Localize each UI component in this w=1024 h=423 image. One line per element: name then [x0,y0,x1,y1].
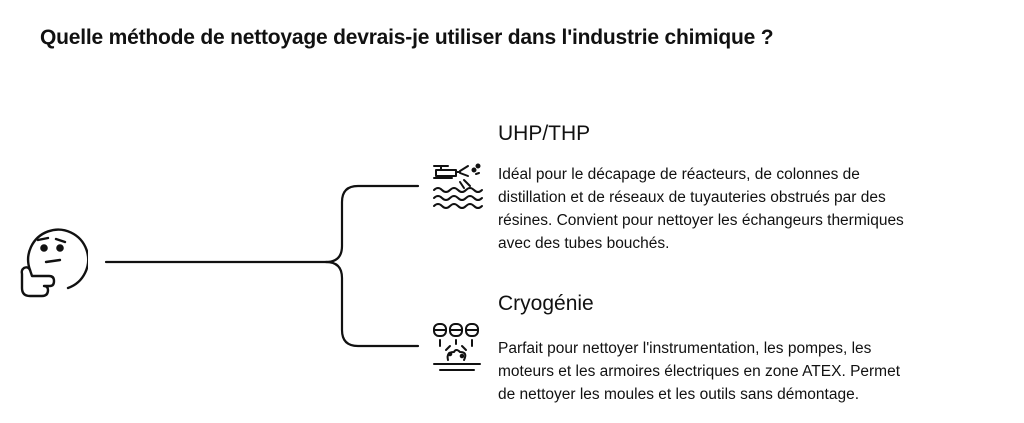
description-line: distillation et de réseaux de tuyauterie… [498,189,886,206]
description-line: moteurs et les armoires électriques en z… [498,363,901,380]
branch-connector-uhp [324,184,420,264]
description-line: de nettoyer les moules et les outils san… [498,386,860,403]
page-title: Quelle méthode de nettoyage devrais-je u… [40,26,774,49]
branch-title-cryo: Cryogénie [498,292,594,315]
branch-title-uhp: UHP/THP [498,122,591,145]
dry-ice-blasting-icon [433,323,481,371]
branch-description-uhp: Idéal pour le décapage de réacteurs, de … [498,163,904,255]
water-jet-icon [433,163,483,209]
description-line: Parfait pour nettoyer l'instrumentation,… [498,340,872,357]
thinking-face-icon [20,228,88,298]
description-line: Idéal pour le décapage de réacteurs, de … [498,166,860,183]
branch-description-cryo: Parfait pour nettoyer l'instrumentation,… [498,337,900,406]
branch-connector-cryo [324,260,420,348]
description-line: résines. Convient pour nettoyer les écha… [498,212,904,229]
description-line: avec des tubes bouchés. [498,235,670,252]
